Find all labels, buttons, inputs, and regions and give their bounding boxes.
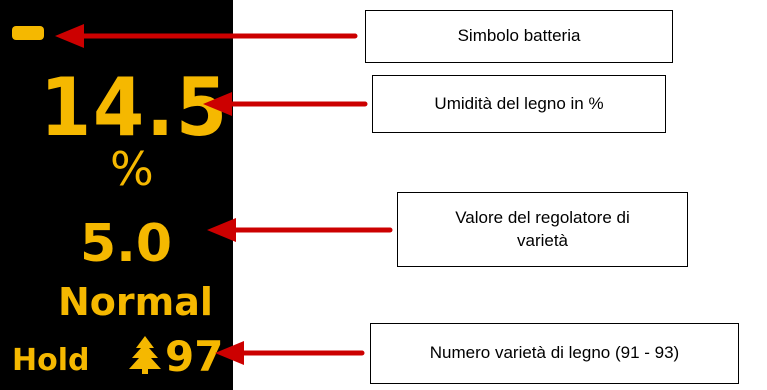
tree-icon: [129, 336, 161, 374]
mode-label: Normal: [58, 280, 213, 324]
battery-icon: [12, 26, 44, 40]
callout-battery: Simbolo batteria: [365, 10, 673, 63]
callout-species: Numero varietà di legno (91 - 93): [370, 323, 739, 384]
moisture-unit: %: [110, 142, 154, 196]
species-number: 97: [165, 332, 224, 381]
callout-moisture: Umidità del legno in %: [372, 75, 666, 133]
regulator-value: 5.0: [80, 214, 173, 274]
hold-label: Hold: [12, 343, 90, 378]
device-display: 14.5 % 5.0 Normal Hold 97: [0, 0, 233, 390]
moisture-value: 14.5: [40, 61, 229, 154]
callout-regulator: Valore del regolatore di varietà: [397, 192, 688, 267]
